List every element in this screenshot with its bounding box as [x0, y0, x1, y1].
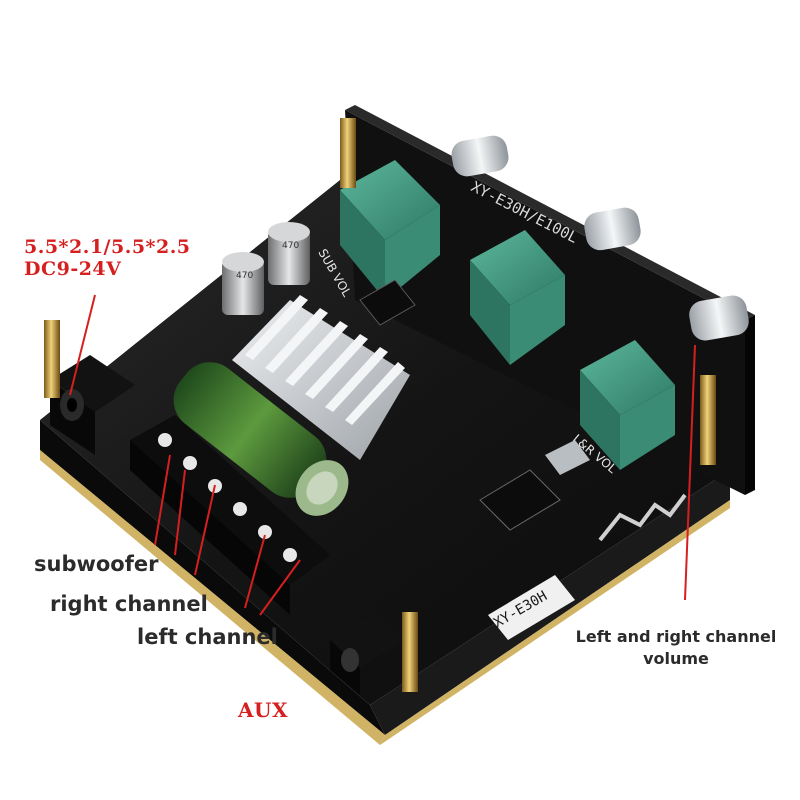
lr-volume-line1: Left and right channel — [575, 627, 777, 646]
heatsink — [232, 295, 410, 460]
power-spec-label: 5.5*2.1/5.5*2.5 DC9-24V — [24, 236, 191, 280]
right-channel-label: right channel — [50, 592, 208, 616]
cap-value-a: 470 — [236, 271, 253, 281]
dc-jack — [50, 355, 135, 455]
power-connector-size: 5.5*2.1/5.5*2.5 — [24, 236, 191, 258]
potentiometer-sub — [340, 160, 440, 300]
aux-jack — [330, 612, 405, 695]
knob-shafts — [451, 135, 749, 341]
standoffs — [44, 118, 716, 692]
aux-label: AUX — [238, 698, 288, 722]
power-voltage-range: DC9-24V — [24, 258, 122, 280]
cap-value-b: 470 — [282, 241, 299, 251]
callout-lines — [69, 294, 696, 616]
small-capacitors: 470 470 — [222, 222, 310, 315]
lr-volume-label: Left and right channel volume — [560, 626, 792, 670]
subwoofer-label: subwoofer — [34, 552, 159, 576]
terminal-block — [130, 415, 330, 615]
chips — [359, 279, 590, 531]
potentiometer-lr — [580, 340, 675, 470]
antenna-trace — [598, 493, 687, 542]
potentiometer-mid — [470, 230, 565, 365]
large-capacitor — [173, 362, 349, 516]
lr-volume-line2: volume — [643, 649, 709, 668]
left-channel-label: left channel — [137, 625, 278, 649]
